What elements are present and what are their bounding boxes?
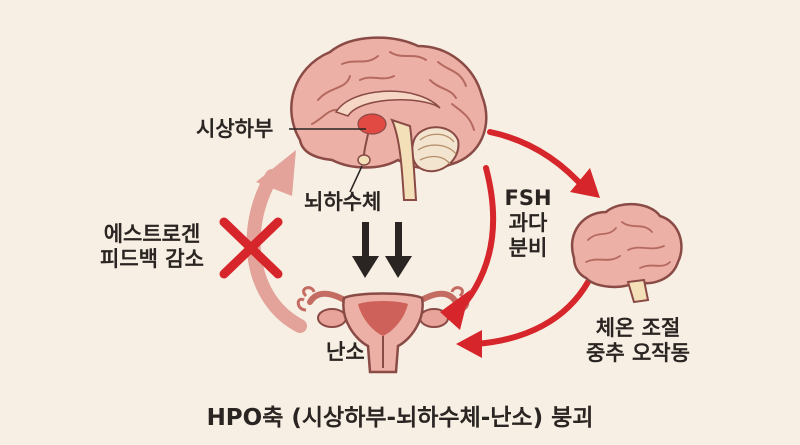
brain-to-thermo-arrow [487, 129, 600, 198]
brain-icon [571, 202, 683, 304]
thermoregulation-line1: 체온 조절 [595, 316, 681, 340]
diagram-caption: HPO축 (시상하부-뇌하수체-난소) 붕괴 [206, 405, 594, 431]
sagittal-brain-icon [290, 36, 488, 201]
estrogen-feedback-line1: 에스트로겐 [103, 222, 201, 246]
fsh-arrow [440, 165, 497, 330]
estrogen-feedback-line2: 피드백 감소 [100, 246, 204, 271]
x-mark-icon [219, 217, 283, 279]
faded-feedback-arrow [246, 150, 307, 333]
thermoregulation-label: 체온 조절 중추 오작동 [570, 316, 706, 366]
down-arrows-icon [352, 222, 412, 278]
uterus-ovaries-icon [296, 286, 470, 374]
fsh-label-line3: 분비 [508, 235, 548, 260]
thermo-to-ovary-arrow [456, 279, 591, 358]
fsh-label-line1: FSH [504, 186, 552, 210]
fsh-label-line2: 과다 [508, 210, 548, 235]
hypothalamus-label: 시상하부 [196, 117, 274, 141]
fsh-label: FSH 과다 분비 [498, 186, 558, 260]
pituitary-leader-line [349, 165, 363, 193]
pituitary-label: 뇌하수체 [304, 190, 382, 214]
estrogen-feedback-label: 에스트로겐 피드백 감소 [86, 222, 218, 272]
ovary-label: 난소 [326, 340, 365, 364]
thermoregulation-line2: 중추 오작동 [586, 340, 690, 365]
